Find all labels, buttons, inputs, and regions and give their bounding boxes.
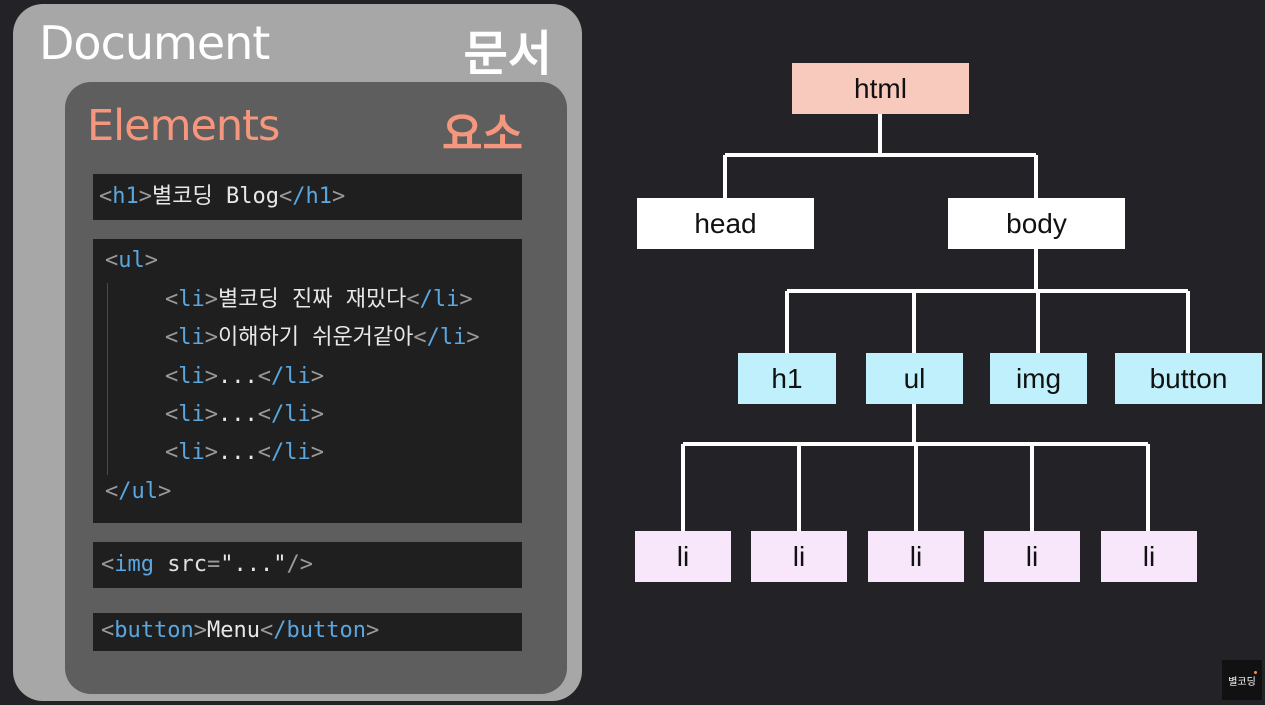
tree-node-li: li [984, 531, 1080, 582]
channel-logo: 별코딩 [1222, 660, 1262, 700]
code-box-h1: <h1>별코딩 Blog</h1> [93, 174, 522, 220]
tree-node-h1: h1 [738, 353, 836, 404]
code-text: ... [218, 364, 258, 389]
code-string: "..." [220, 552, 287, 577]
code-text: 별코딩 진짜 재밌다 [218, 287, 407, 312]
code-tag: li [178, 364, 205, 389]
document-title: Document [39, 16, 270, 70]
tree-node-li: li [635, 531, 731, 582]
document-title-korean: 문서 [463, 26, 552, 82]
code-box-button: <button>Menu</button> [93, 613, 522, 651]
code-text: ... [218, 402, 258, 427]
code-text: 별코딩 Blog [152, 184, 279, 209]
elements-title: Elements [87, 101, 280, 151]
tree-node-body: body [948, 198, 1125, 249]
code-line-li: <li>...</li> [165, 364, 324, 389]
code-end: /> [286, 552, 313, 577]
code-line-h1: <h1>별코딩 Blog</h1> [99, 184, 346, 209]
code-tag: /li [426, 325, 467, 350]
code-tag: ul [118, 248, 145, 273]
document-panel: Document 문서 Elements 요소 <h1>별코딩 Blog</h1… [13, 4, 582, 701]
code-tag: li [178, 325, 205, 350]
code-tag: button [114, 618, 194, 643]
tree-node-li: li [868, 531, 964, 582]
code-eq: = [207, 552, 221, 577]
code-line-ul-open: <ul> [105, 248, 158, 273]
code-tag: /li [271, 364, 311, 389]
code-tag: /li [271, 402, 311, 427]
code-tag: /button [273, 618, 366, 643]
indent-guide [107, 283, 108, 475]
code-tag: li [178, 402, 205, 427]
code-line-li: <li>별코딩 진짜 재밌다</li> [165, 287, 473, 312]
code-tag: img [114, 552, 154, 577]
code-line-li: <li>...</li> [165, 440, 324, 465]
code-attr: src [167, 552, 207, 577]
code-text: Menu [206, 618, 260, 643]
tree-node-ul: ul [866, 353, 963, 404]
code-box-ul: <ul> <li>별코딩 진짜 재밌다</li> <li>이해하기 쉬운거같아<… [93, 239, 522, 523]
tree-node-head: head [637, 198, 814, 249]
tree-node-img: img [990, 353, 1087, 404]
tree-node-button: button [1115, 353, 1262, 404]
code-tag: li [178, 287, 205, 312]
code-box-img: <img src="..."/> [93, 542, 522, 588]
tree-node-li: li [751, 531, 847, 582]
code-tag: li [178, 440, 205, 465]
code-line-button: <button>Menu</button> [101, 618, 380, 643]
channel-logo-text: 별코딩 [1228, 676, 1256, 688]
code-text: 이해하기 쉬운거같아 [218, 325, 414, 350]
tree-node-html: html [792, 63, 969, 114]
code-line-ul-close: </ul> [105, 479, 172, 504]
code-line-li: <li>이해하기 쉬운거같아</li> [165, 325, 480, 350]
code-tag: /h1 [292, 184, 332, 209]
elements-title-korean: 요소 [442, 109, 523, 160]
elements-panel: Elements 요소 <h1>별코딩 Blog</h1> <ul> <li>별… [65, 82, 567, 694]
tree-node-li: li [1101, 531, 1197, 582]
code-line-li: <li>...</li> [165, 402, 324, 427]
code-line-img: <img src="..."/> [101, 552, 313, 577]
code-tag: /li [419, 287, 460, 312]
code-tag: /ul [118, 479, 158, 504]
logo-dot [1254, 671, 1257, 674]
code-text: ... [218, 440, 258, 465]
code-tag: /li [271, 440, 311, 465]
code-tag: h1 [112, 184, 139, 209]
